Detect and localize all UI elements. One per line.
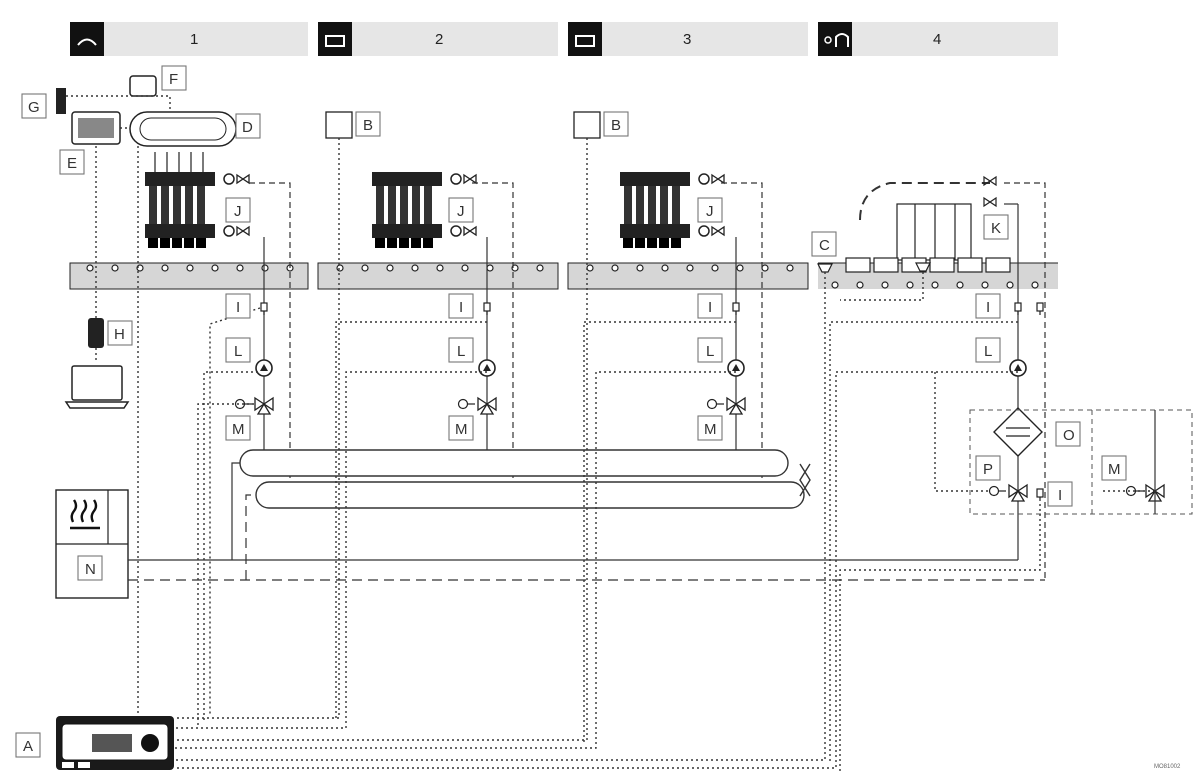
label-I-zone-3: I: [708, 299, 712, 316]
component-label-text: A B B C D E F G H J J J K I I I I L L L …: [23, 71, 1121, 755]
smartphone-icon: [88, 318, 104, 348]
label-L-zone-1: L: [234, 343, 242, 360]
label-H: H: [114, 326, 125, 343]
label-D: D: [242, 119, 253, 136]
label-E: E: [67, 155, 77, 172]
label-P: P: [983, 461, 993, 478]
room-thermostat: [129, 75, 157, 97]
temperature-sensor-zone-2: [483, 302, 491, 316]
controller: [56, 716, 174, 770]
zone-header-2: 2: [318, 22, 558, 56]
label-L-zone-4: L: [984, 343, 992, 360]
zone-header-4: 4: [818, 22, 1058, 56]
mixing-valve-cooling: [1125, 484, 1165, 502]
signal-wiring: [66, 95, 1155, 772]
mixing-valve-zone-3: [706, 397, 746, 415]
laptop-icon: [64, 365, 130, 409]
dew-point-sensor-floor: [915, 262, 931, 272]
mixing-valve-zone-4: [988, 484, 1028, 502]
heating-icon: [70, 499, 100, 530]
touch-panel-screen: [78, 118, 114, 138]
zone-header-1: 1: [70, 22, 308, 56]
antenna: [56, 88, 66, 114]
cooling-room-icon: [835, 33, 849, 47]
living-room-icon: [77, 38, 97, 46]
zone-number-3: 3: [683, 31, 691, 48]
bathroom-icon: [325, 35, 345, 47]
label-M-cooling: M: [1108, 461, 1121, 478]
fan-coil-unit: [845, 175, 1011, 273]
temperature-sensor-zone-4b: [1036, 302, 1044, 316]
zone-number-4: 4: [933, 31, 941, 48]
pump-zone-2: [478, 359, 496, 377]
label-J-zone-3: J: [706, 203, 714, 220]
label-O: O: [1063, 427, 1075, 444]
primary-pipework: [128, 462, 1045, 581]
dew-point-sensor: [817, 263, 833, 273]
cooling-module-boundary: [969, 409, 1193, 515]
label-I-cooling: I: [1058, 487, 1062, 504]
label-B-zone-2: B: [363, 117, 373, 134]
pump-zone-1: [255, 359, 273, 377]
label-C: C: [819, 237, 830, 254]
label-L-zone-2: L: [457, 343, 465, 360]
room-sensor-zone-2: [325, 111, 353, 139]
zone-header-3: 3: [568, 22, 808, 56]
label-G: G: [28, 99, 40, 116]
label-N: N: [85, 561, 96, 578]
label-I-zone-1: I: [236, 299, 240, 316]
label-I-zone-2: I: [459, 299, 463, 316]
temperature-sensor-zone-4: [1014, 302, 1022, 316]
temperature-sensor-zone-3: [732, 302, 740, 316]
mixing-valve-zone-2: [457, 397, 497, 415]
zone-number-1: 1: [190, 31, 198, 48]
label-J-zone-2: J: [457, 203, 465, 220]
label-A: A: [23, 738, 33, 755]
room-sensor-zone-3: [573, 111, 601, 139]
label-L-zone-3: L: [706, 343, 714, 360]
header-pipes: [239, 449, 811, 509]
label-B-zone-3: B: [611, 117, 621, 134]
heat-exchanger: [993, 407, 1043, 457]
bathroom-icon: [575, 35, 595, 47]
label-I-zone-4: I: [986, 299, 990, 316]
figure-code: MO81002: [1154, 764, 1181, 770]
component-labels: [15, 65, 1127, 758]
zone-number-2: 2: [435, 31, 443, 48]
label-M-zone-3: M: [704, 421, 717, 438]
heat-source: [55, 489, 129, 599]
temperature-sensor-zone-1: [260, 302, 268, 316]
zone-pipework: [249, 182, 1046, 580]
temperature-sensor-cooling: [1036, 488, 1044, 502]
label-F: F: [169, 71, 178, 88]
wiring-centre: [129, 111, 237, 147]
mixing-valve-zone-1: [234, 397, 274, 415]
label-M-zone-1: M: [232, 421, 245, 438]
label-J-zone-1: J: [234, 203, 242, 220]
pump-zone-4: [1009, 359, 1027, 377]
label-K: K: [991, 220, 1001, 237]
pump-zone-3: [727, 359, 745, 377]
label-M-zone-2: M: [455, 421, 468, 438]
manifold-actuators: [154, 152, 204, 172]
